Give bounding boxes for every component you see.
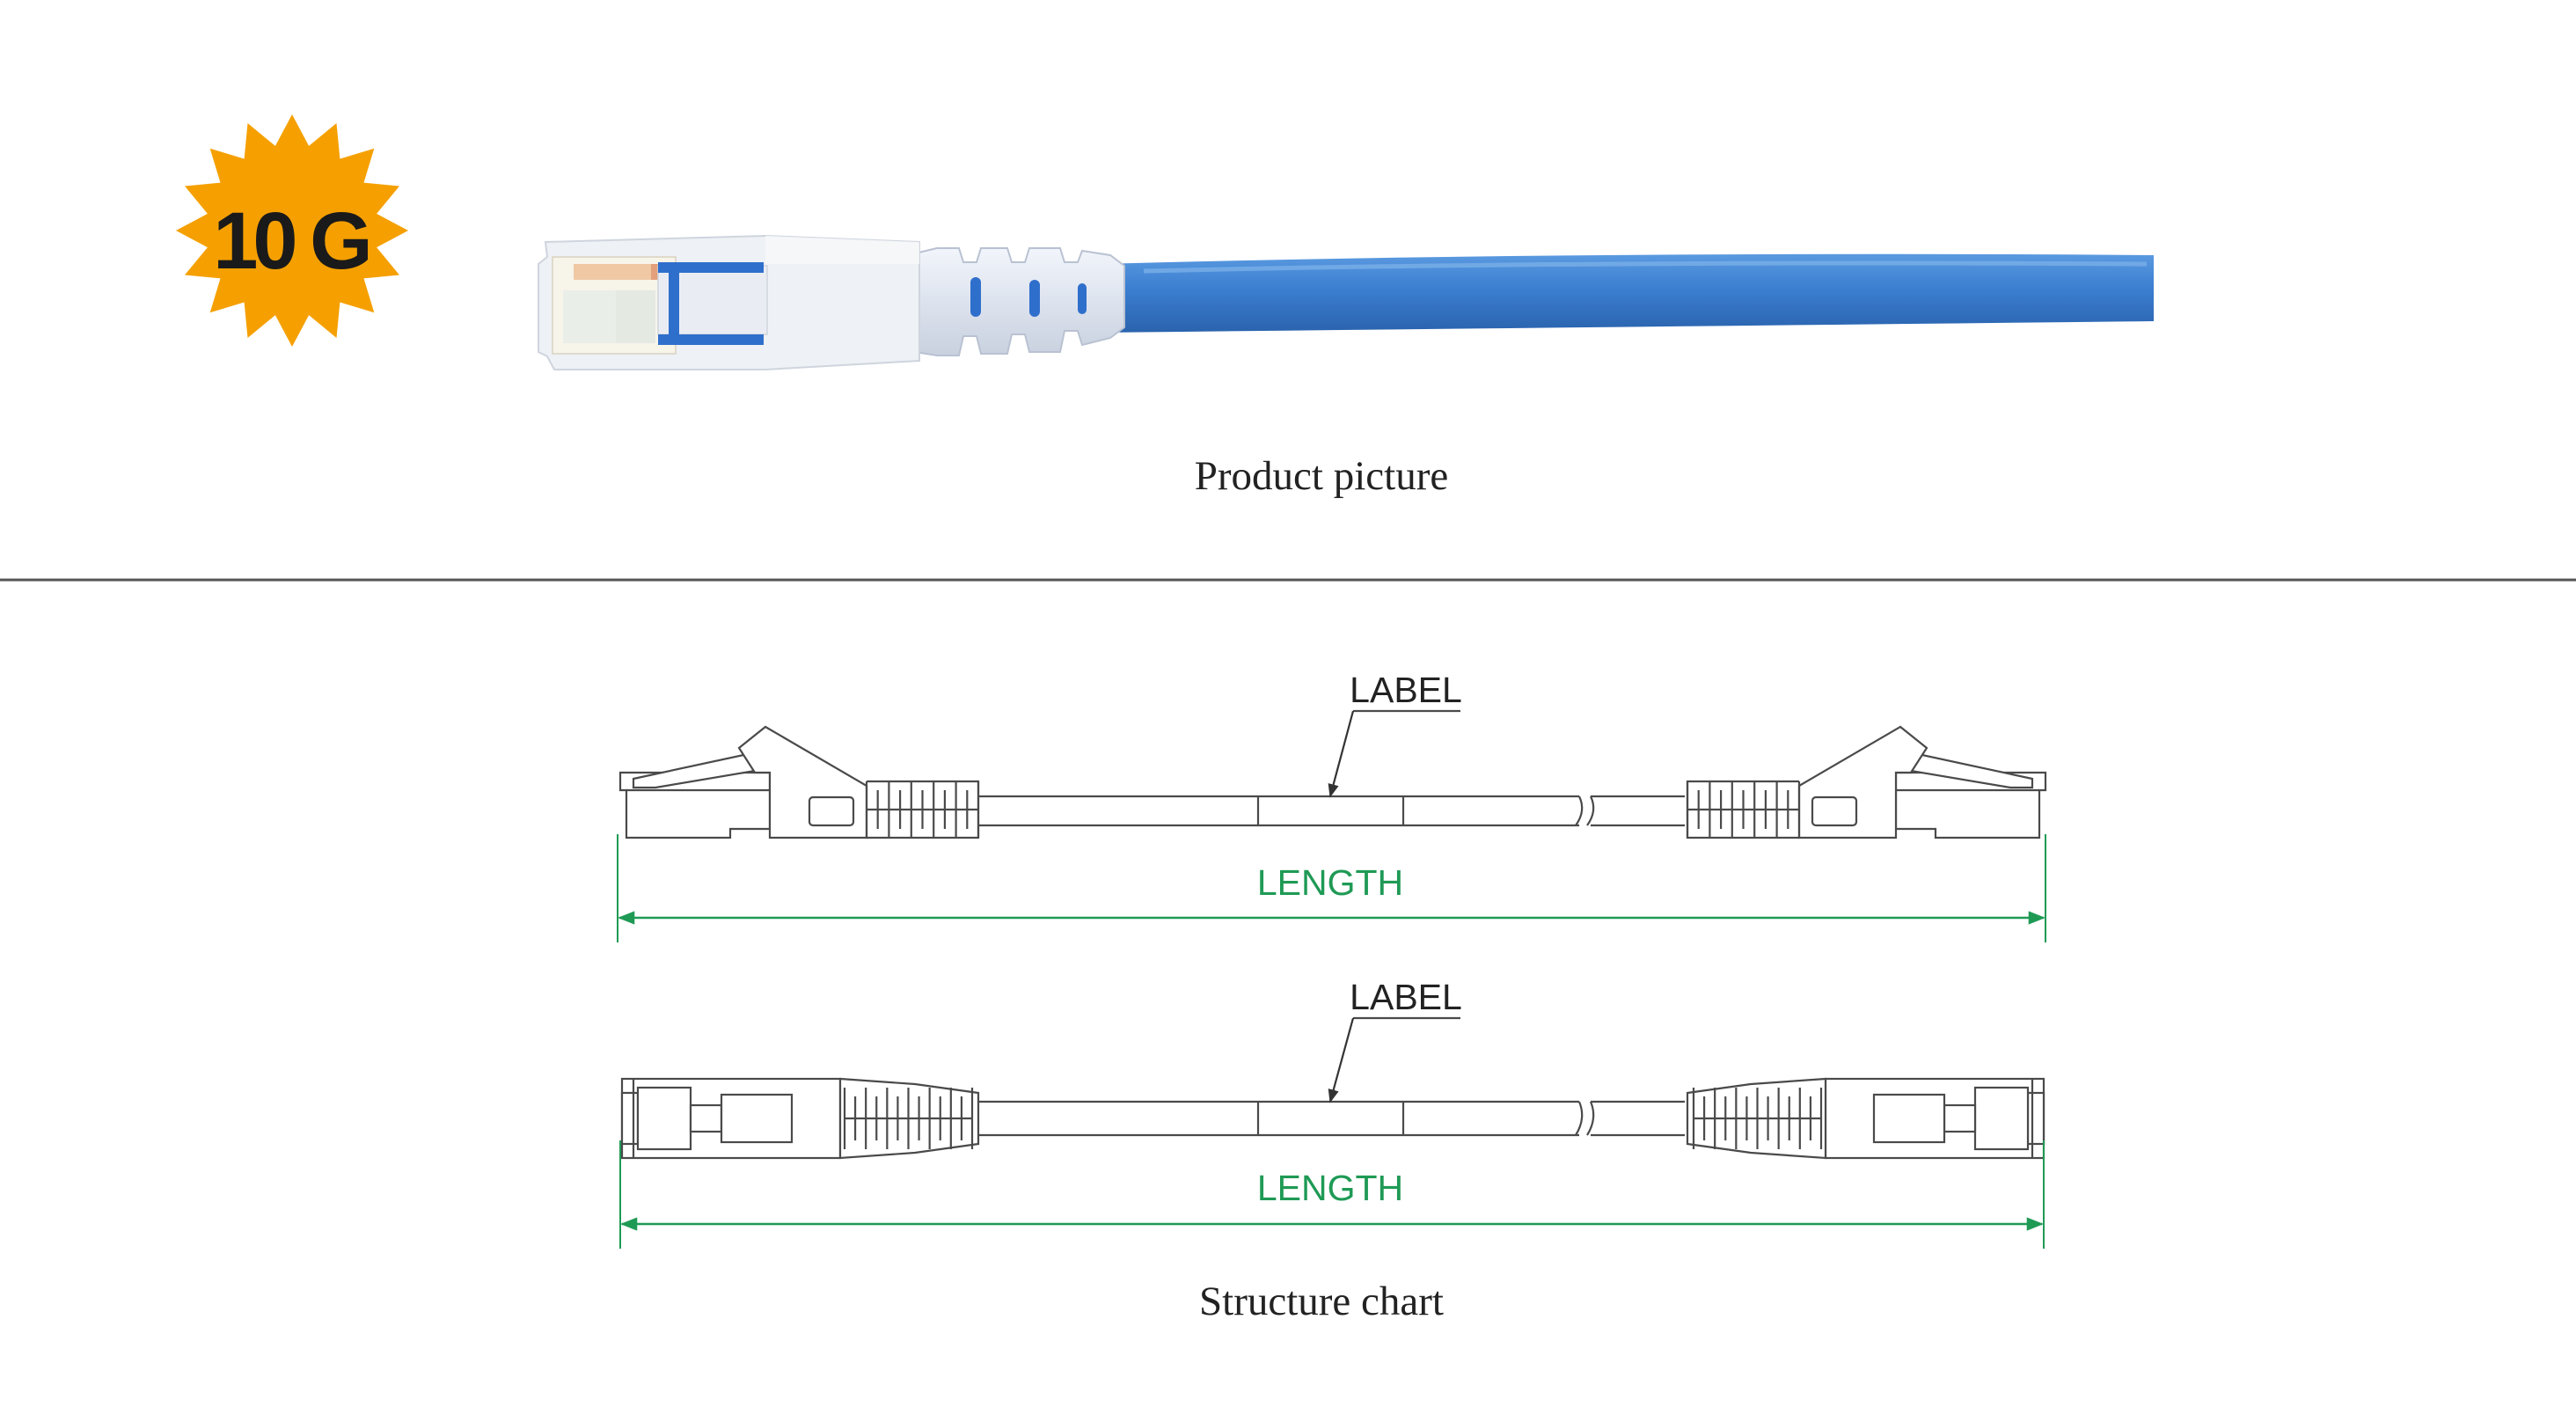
structure-caption: Structure chart	[1199, 1279, 1444, 1324]
length-text-top: LENGTH	[1257, 862, 1403, 903]
badge-10g: 10 G	[176, 114, 408, 347]
label-leader-arrow	[1328, 710, 1355, 798]
plug-top-left	[620, 1077, 980, 1160]
plug-left-window	[808, 795, 855, 827]
plug-top-front	[620, 1091, 640, 1146]
product-caption: Product picture	[1195, 453, 1448, 499]
label-text-top: LABEL	[1350, 670, 1462, 710]
product-photo	[538, 234, 2154, 370]
plug-right	[1686, 725, 2047, 839]
blue-insert	[658, 262, 764, 273]
break-mark-left	[1575, 795, 1584, 826]
connector-boot	[914, 247, 1125, 356]
plug-top-right	[1686, 1077, 2045, 1160]
diagram-side-view	[617, 709, 2047, 942]
length-text-bottom: LENGTH	[1257, 1168, 1403, 1208]
starburst-icon	[176, 114, 408, 347]
label-leader-arrow	[1328, 1017, 1355, 1103]
break-mark-left	[1575, 1101, 1584, 1136]
diagram-top-view	[619, 1016, 2045, 1249]
plug-top-front	[2026, 1091, 2045, 1146]
label-text-bottom: LABEL	[1350, 977, 1462, 1017]
break-mark-right	[1586, 795, 1595, 826]
break-mark-right	[1586, 1101, 1595, 1136]
cable	[1100, 253, 2154, 333]
boot-left	[867, 780, 980, 839]
badge-text: 10 G	[213, 196, 368, 286]
